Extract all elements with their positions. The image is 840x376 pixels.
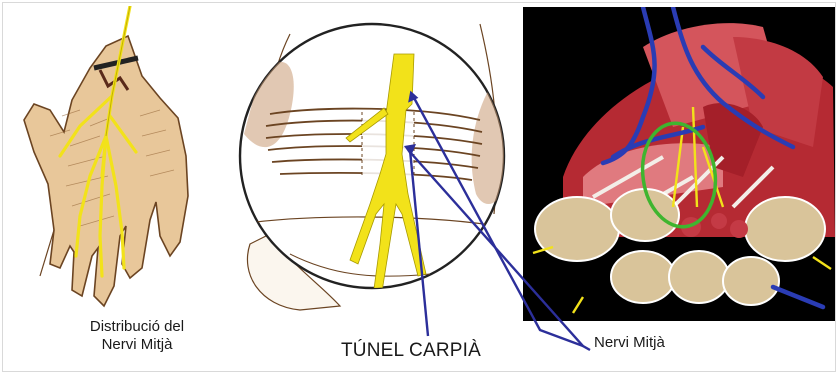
distribution-caption: Distribució del Nervi Mitjà bbox=[52, 318, 222, 354]
wrist-3d-render bbox=[523, 7, 835, 321]
median-nerve-caption: Nervi Mitjà bbox=[594, 334, 704, 352]
hand-illustration bbox=[10, 6, 210, 318]
carpal-tunnel-illustration bbox=[230, 14, 520, 314]
carpal-tunnel-caption: TÚNEL CARPIÀ bbox=[326, 340, 496, 362]
distribution-caption-line2: Nervi Mitjà bbox=[52, 336, 222, 354]
hand-outline bbox=[24, 36, 188, 306]
distribution-caption-line1: Distribució del bbox=[52, 318, 222, 336]
